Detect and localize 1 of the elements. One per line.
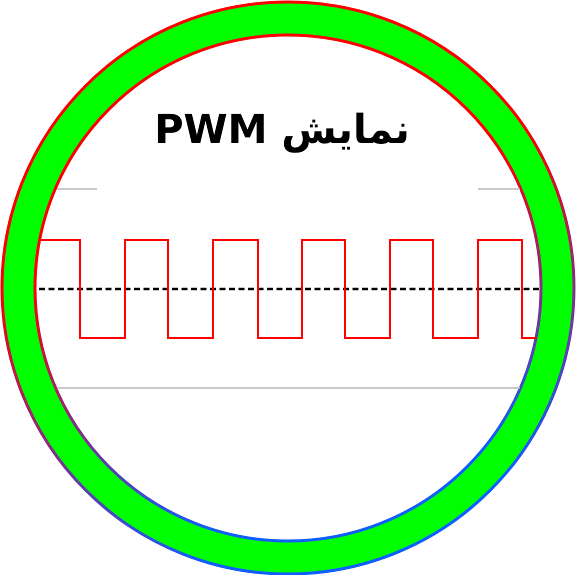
- title: نمایش PWM: [153, 106, 411, 155]
